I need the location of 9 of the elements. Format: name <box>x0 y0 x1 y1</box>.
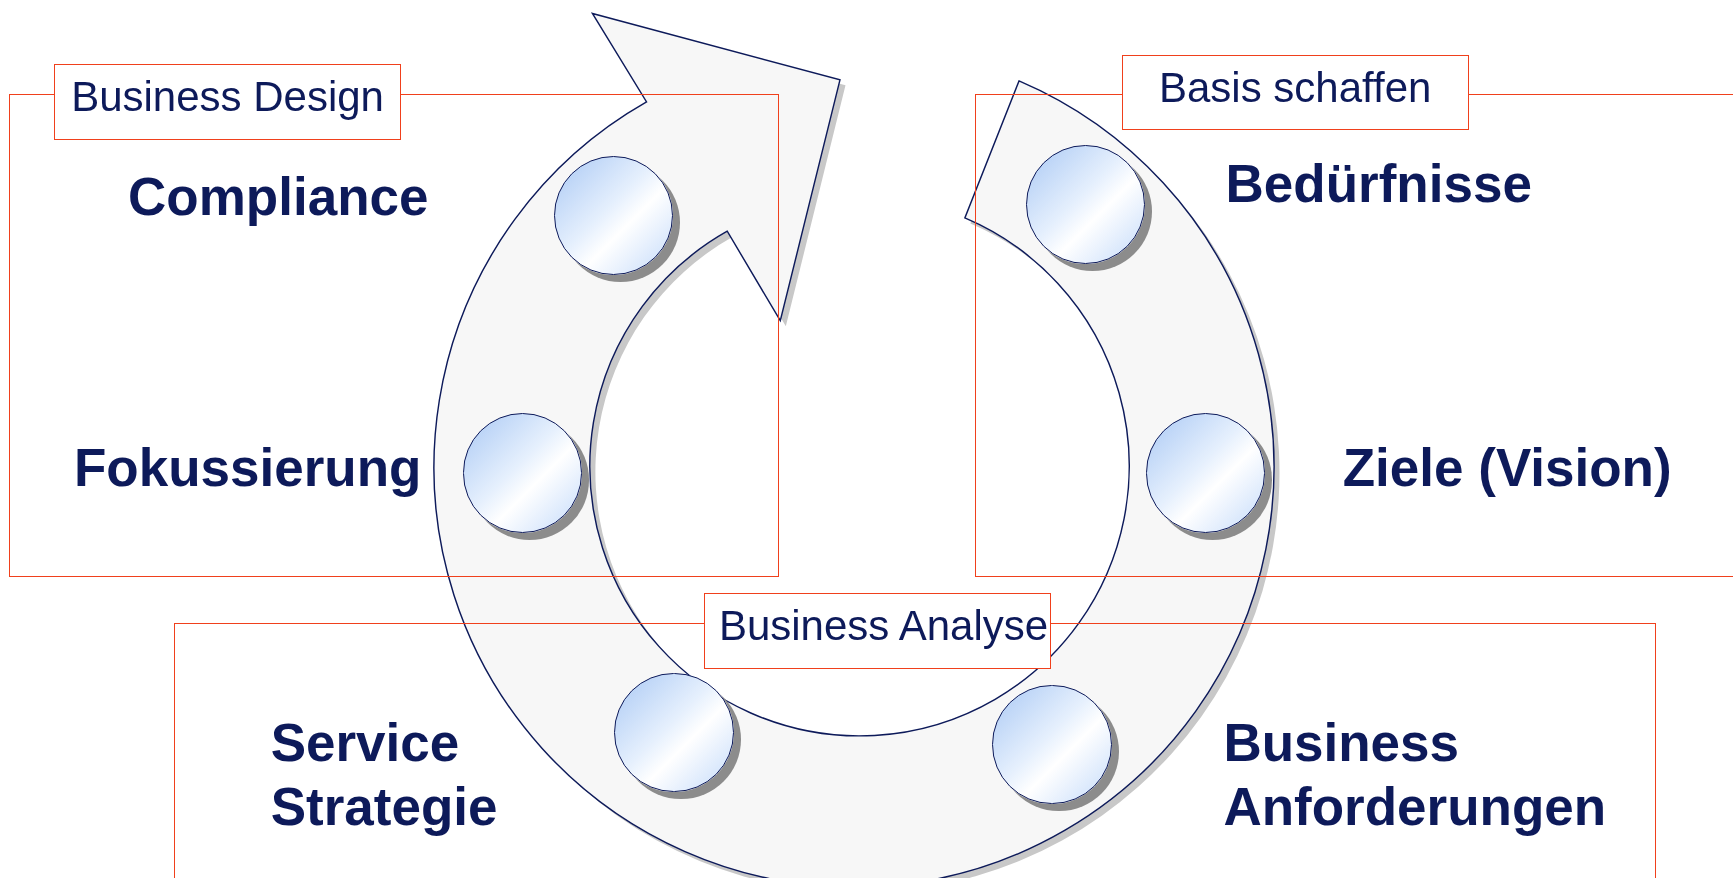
step-label: Ziele (Vision) <box>1342 437 1672 500</box>
group-title: Business Design <box>54 64 402 141</box>
step-label: Bedürfnisse <box>1225 153 1532 216</box>
group-title: Business Analyse <box>703 593 1051 669</box>
group-title: Basis schaffen <box>1121 55 1469 131</box>
step-label: Service Strategie <box>270 711 499 838</box>
step-label: Compliance <box>128 165 429 228</box>
step-label: Fokussierung <box>73 437 422 500</box>
step-label: Business Anforderungen <box>1223 711 1608 838</box>
